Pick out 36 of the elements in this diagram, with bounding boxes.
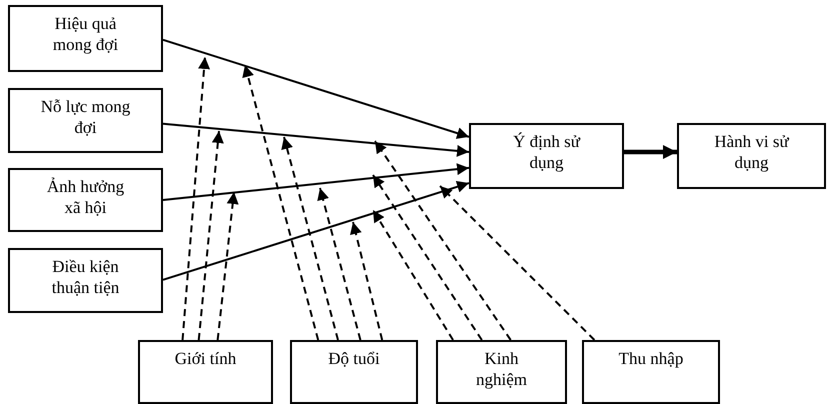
moderator-box [436, 340, 567, 404]
arrow [624, 145, 677, 160]
factor-box [8, 88, 163, 153]
moderator-arrow [216, 192, 239, 340]
construct-box [677, 123, 826, 189]
factor-box [8, 168, 163, 232]
node-label: Giới tính [174, 348, 236, 369]
moderator-arrow [281, 136, 339, 340]
node-label: Hiệu quả mong đợi [52, 13, 120, 55]
arrow [162, 180, 470, 281]
moderator-arrow [439, 185, 596, 341]
arrow [162, 38, 470, 139]
node-label: Điều kiện thuận tiện [50, 256, 120, 298]
node-label: Hành vi sử dụng [713, 131, 790, 173]
moderator-arrow [198, 130, 224, 340]
moderator-arrow [182, 56, 210, 340]
node-label: Ảnh hưởng xã hội [46, 176, 126, 218]
moderator-arrow [374, 140, 512, 341]
moderator-arrow [317, 188, 362, 340]
node-label: Nỗ lực mong đợi [40, 96, 131, 138]
moderator-arrow [372, 209, 454, 341]
node-label: Ý định sử dụng [512, 131, 582, 173]
node-label: Độ tuổi [328, 348, 380, 369]
factor-box [8, 248, 163, 313]
moderator-box [582, 340, 720, 404]
moderator-box [290, 340, 418, 404]
arrow [162, 122, 470, 157]
node-label: Kinh nghiệm [475, 348, 528, 390]
node-label: Thu nhập [618, 348, 684, 369]
arrow [162, 163, 470, 201]
moderator-arrow [350, 222, 384, 340]
moderator-box [138, 340, 273, 404]
moderator-arrow [372, 174, 483, 341]
construct-box [469, 123, 624, 189]
moderator-arrow [242, 64, 320, 340]
factor-box [8, 5, 163, 72]
